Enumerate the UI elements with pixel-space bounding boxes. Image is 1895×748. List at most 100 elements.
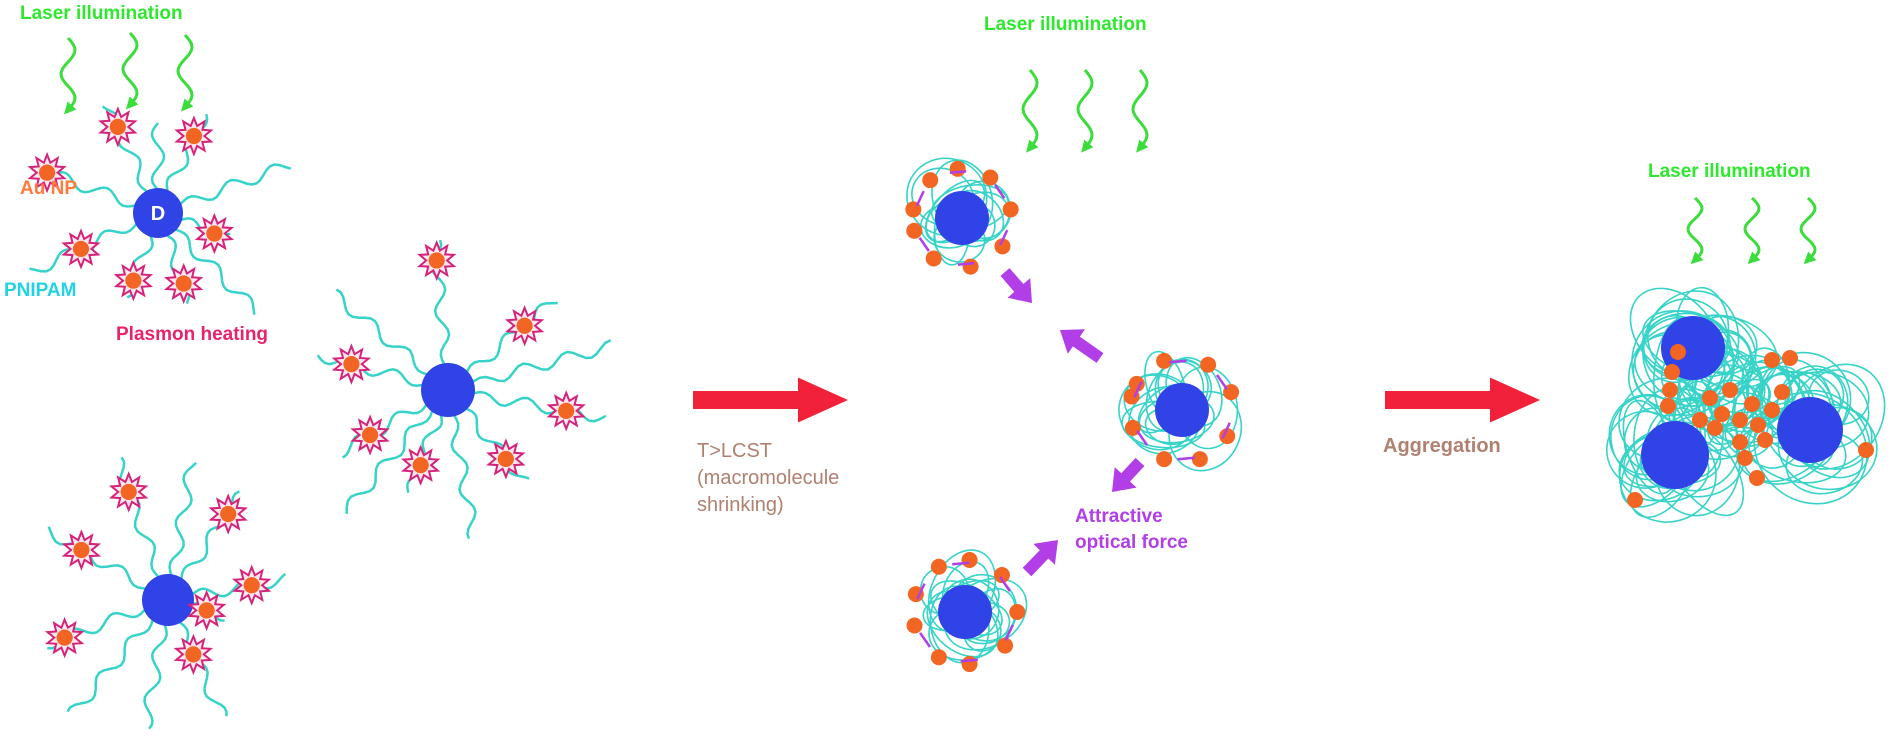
mini-force-arrow — [1221, 422, 1231, 439]
starburst-nanoparticle-icon — [173, 633, 214, 676]
au-nanoparticle — [1744, 396, 1760, 412]
starburst-nanoparticle-icon — [163, 262, 204, 305]
au-nanoparticle — [1757, 432, 1773, 448]
starburst-nanoparticle-icon — [174, 115, 214, 157]
au-nanoparticle-core — [428, 252, 445, 269]
mini-force-arrow — [1177, 456, 1195, 461]
au-nanoparticle-core — [175, 275, 192, 292]
au-nanoparticle — [1009, 604, 1026, 620]
laser-illumination-label-2: Laser illumination — [984, 14, 1147, 35]
au-nanoparticle-core — [185, 646, 202, 663]
au-nanoparticle — [1749, 470, 1765, 486]
plasmon-heating-label: Plasmon heating — [116, 324, 268, 345]
laser-illumination-label-1: Laser illumination — [20, 3, 183, 24]
starburst-nanoparticle-icon — [27, 151, 67, 194]
wavy-arrow-icon — [1131, 69, 1149, 153]
au-nanoparticle — [925, 250, 942, 267]
mini-force-arrow — [1133, 381, 1143, 398]
dendrimer-core — [133, 188, 183, 238]
starburst-nanoparticle-icon — [350, 414, 390, 456]
pnipam-coil-loop — [1724, 408, 1774, 458]
dendrimer-core-layer: D — [133, 188, 1843, 639]
starburst-nanoparticle-icon — [331, 343, 372, 385]
starburst-nanoparticle-icon — [486, 438, 526, 480]
pnipam-coil-loop — [1631, 310, 1735, 417]
au-nanoparticle — [1737, 450, 1753, 466]
wavy-arrow-icon — [176, 33, 194, 112]
au-nanoparticle — [1774, 384, 1790, 400]
starburst-nanoparticle-icon — [504, 304, 545, 347]
au-nanoparticle — [961, 551, 978, 568]
wavy-arrow-icon — [1076, 69, 1094, 153]
mini-force-arrow — [949, 170, 967, 175]
dendrimer-core — [1661, 316, 1725, 380]
au-nanoparticle — [1200, 356, 1217, 373]
starburst-nanoparticle-icon — [400, 444, 441, 486]
arrow-layer — [693, 170, 1540, 663]
au-nanoparticle-core — [109, 118, 126, 136]
au-nanoparticle — [907, 586, 924, 603]
au-nanoparticle — [1722, 382, 1738, 398]
au-nanoparticle — [1670, 344, 1686, 360]
step-condition-label-line3: shrinking) — [697, 494, 784, 516]
attractive-force-label-line2: optical force — [1075, 532, 1188, 553]
au-nanoparticle — [1858, 442, 1874, 458]
dendrimer-core — [421, 363, 475, 417]
au-nanoparticle-core — [73, 541, 90, 559]
starburst-nanoparticle-icon — [61, 228, 101, 270]
bound-au-nanoparticle-layer — [905, 160, 1874, 673]
mini-force-arrow — [1169, 359, 1187, 364]
attractive-force-label-line1: Attractive — [1075, 506, 1163, 527]
au-nanoparticle-core — [39, 164, 56, 181]
starburst-nanoparticle-icon — [186, 589, 227, 632]
au-nanoparticle — [997, 637, 1014, 654]
au-nanoparticle — [1782, 350, 1798, 366]
au-nanoparticle — [1219, 428, 1236, 445]
dendrimer-core — [935, 191, 989, 245]
au-nanoparticle-core — [198, 602, 215, 619]
au-nanoparticle — [949, 160, 966, 177]
au-nanoparticle — [1156, 352, 1173, 369]
au-nanoparticle-core — [125, 272, 142, 289]
starburst-nanoparticle-icon — [208, 493, 248, 535]
mini-force-arrow — [960, 658, 978, 663]
au-nanoparticle — [961, 656, 978, 673]
au-nanoparticle — [930, 649, 947, 666]
au-nanoparticle — [1764, 352, 1780, 368]
au-nanoparticle-layer — [27, 106, 586, 676]
au-nanoparticle-core — [120, 483, 137, 501]
au-nanoparticle-core — [243, 577, 260, 594]
au-nanoparticle — [1714, 406, 1730, 422]
mini-force-arrow — [1215, 374, 1228, 390]
au-nanoparticle — [1664, 364, 1680, 380]
au-nanoparticle — [930, 558, 947, 575]
mini-force-arrow — [957, 261, 975, 266]
mini-force-arrow — [919, 632, 932, 648]
step-condition-label-line2: (macromolecule — [697, 467, 839, 489]
au-nanoparticle — [994, 238, 1011, 255]
right-arrow-icon — [693, 377, 848, 423]
dendrimer-core — [1641, 421, 1709, 489]
au-np-label: Au NP — [20, 178, 77, 199]
wavy-arrow-icon — [1743, 196, 1761, 265]
mini-force-arrow — [998, 576, 1011, 592]
au-nanoparticle — [1750, 417, 1766, 433]
mini-force-arrow — [918, 236, 930, 252]
aggregation-label: Aggregation — [1383, 435, 1501, 457]
au-nanoparticle — [1128, 375, 1145, 392]
double-arrow-icon — [1000, 268, 1032, 303]
starburst-nanoparticle-icon — [113, 260, 154, 302]
dendrimer-core — [938, 585, 992, 639]
au-nanoparticle — [1627, 492, 1643, 508]
au-nanoparticle — [1002, 201, 1019, 218]
dendrimer-core — [1155, 383, 1209, 437]
mini-force-arrow — [1004, 624, 1014, 641]
mini-force-arrow — [994, 184, 1006, 200]
pnipam-label: PNIPAM — [4, 280, 76, 301]
au-nanoparticle — [982, 169, 999, 186]
starburst-nanoparticle-icon — [194, 212, 235, 255]
au-nanoparticle-core — [497, 450, 514, 468]
au-nanoparticle — [1156, 451, 1173, 468]
wavy-arrow-icon — [1021, 69, 1039, 153]
